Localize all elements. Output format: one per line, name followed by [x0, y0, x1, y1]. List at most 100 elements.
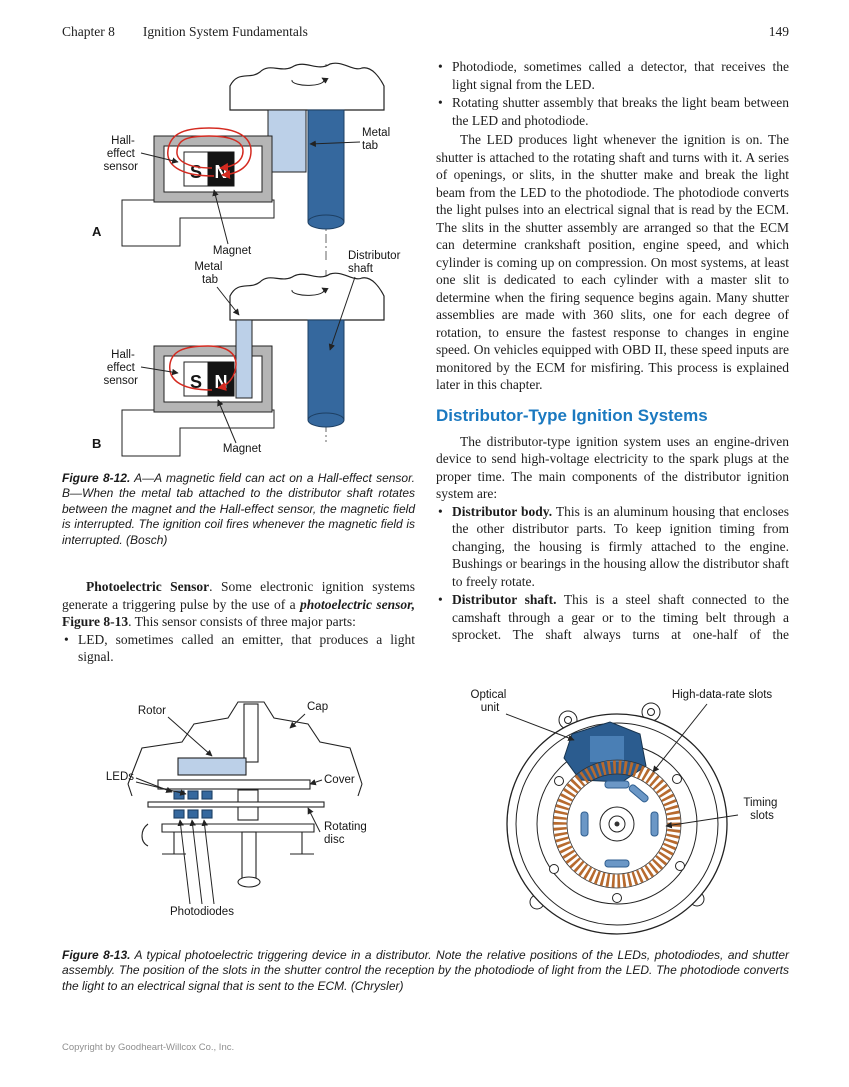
photoelectric-parts-list: LED, sometimes called an emitter, that p…: [62, 631, 415, 666]
distributor-intro-paragraph: The distributor-type ignition system use…: [436, 433, 789, 502]
figure-8-12-caption: Figure 8-12. A—A magnetic field can act …: [62, 471, 415, 548]
hall-effect-sensor-label-b: Hall- effect sensor: [103, 349, 138, 387]
page-header: Chapter 8 Ignition System Fundamentals 14…: [62, 24, 789, 40]
leds-leader-2: [135, 781, 187, 796]
two-column-layout: S N Hall- effect sensor Metal tab: [62, 58, 789, 680]
distributor-top-view: [506, 702, 728, 935]
figure-8-13: Rotor Cap LEDs Cover Rotating disc Photo…: [62, 684, 789, 947]
optical-unit-window: [590, 736, 624, 762]
hall-effect-diagram-a: S N Hall- effect sensor Metal tab: [92, 62, 390, 260]
screw-5: [612, 893, 622, 903]
timing-slot-bottom: [604, 859, 630, 868]
metal-tab-label-b: Metal tab: [194, 261, 225, 286]
hall-sensor-leader-a: [140, 152, 179, 164]
list-item-shutter: Rotating shutter assembly that breaks th…: [436, 94, 789, 129]
high-data-rate-slots-label: High-data-rate slots: [672, 689, 773, 701]
rotor-label: Rotor: [138, 705, 166, 717]
screw-4: [675, 861, 685, 871]
figure-8-13-caption-text: A typical photoelectric triggering devic…: [62, 948, 790, 993]
figure-8-12-caption-label: Figure 8-12.: [62, 471, 131, 485]
timing-slot-left: [580, 811, 589, 837]
figure-8-12-diagram: S N Hall- effect sensor Metal tab: [92, 62, 401, 457]
plate-screws: [549, 774, 685, 903]
timing-slot-right: [650, 811, 659, 837]
section-heading-distributor-type: Distributor-Type Ignition Systems: [436, 405, 708, 425]
magnet-n-letter-a: N: [215, 162, 228, 182]
timing-slot-top: [604, 780, 630, 789]
figure-8-13-reference: Figure 8-13: [62, 614, 129, 630]
photodiode-1: [173, 809, 185, 819]
timing-slots-label: Timing slots: [743, 797, 780, 822]
magnet-leader-a: [212, 189, 229, 245]
screw-3: [549, 864, 559, 874]
metal-tab-leader-b: [216, 286, 240, 316]
photoelectric-lead: Photoelectric Sensor: [86, 579, 210, 595]
mounting-bracket-a: [121, 199, 275, 247]
figure-8-13-caption: Figure 8-13. A typical photoelectric tri…: [62, 948, 789, 994]
metal-tab-b: [235, 319, 253, 399]
magnet-leader-b: [217, 399, 237, 444]
magnet-label-b: Magnet: [223, 443, 262, 455]
photodiode-3: [201, 809, 213, 819]
cap-label: Cap: [307, 701, 328, 713]
figure-8-12: S N Hall- effect sensor Metal tab: [62, 58, 415, 548]
rotor-shaft: [243, 703, 259, 763]
hall-sensor-leader-b: [140, 366, 179, 376]
mounting-tab-1-hole: [564, 716, 572, 724]
photoelectric-sensor-paragraph: Photoelectric Sensor. Some electronic ig…: [62, 578, 415, 631]
metal-tab-a: [267, 109, 307, 173]
rotor-blade: [177, 757, 247, 776]
screw-1: [554, 776, 564, 786]
hall-effect-sensor-label-a: Hall- effect sensor: [103, 135, 138, 173]
screw-2: [672, 774, 682, 784]
timing-slots-leader: [665, 814, 739, 829]
cover-plate: [157, 779, 311, 790]
page-number: 149: [768, 24, 789, 39]
high-data-rate-slots-leader: [652, 703, 708, 773]
rotation-arrow-icon: [291, 77, 329, 86]
chapter-number: Chapter 8: [62, 24, 115, 39]
timing-slot-diagonal: [628, 784, 649, 803]
photodiodes-leader-3: [201, 819, 215, 905]
copyright-notice: Copyright by Goodheart-Willcox Co., Inc.: [62, 1042, 235, 1053]
magnet-label-a: Magnet: [213, 245, 252, 257]
figure-8-13-caption-label: Figure 8-13.: [62, 948, 131, 962]
right-column: Photodiode, sometimes called a detector,…: [436, 58, 789, 680]
cover-leader: [309, 779, 323, 786]
cap-outline-a: [229, 62, 385, 111]
led-3: [201, 790, 213, 800]
distributor-components-list: Distributor body. This is an aluminum ho…: [436, 503, 789, 644]
photoelectric-cross-section: [127, 701, 363, 888]
figure-8-13-diagram: Rotor Cap LEDs Cover Rotating disc Photo…: [106, 689, 780, 935]
list-item-led: LED, sometimes called an emitter, that p…: [62, 631, 415, 666]
photodiode-array: [173, 809, 213, 819]
magnetic-field-line-b: [169, 345, 237, 391]
led-operation-paragraph: The LED produces light whenever the igni…: [436, 132, 789, 392]
optical-unit-label: Optical unit: [471, 689, 510, 714]
timing-slot-group: [580, 780, 659, 868]
magnet-s-letter-b: S: [190, 372, 202, 392]
shaft-hub-inner: [608, 815, 626, 833]
shaft-center-point: [614, 821, 620, 827]
photoelectric-parts-list-continued: Photodiode, sometimes called a detector,…: [436, 58, 789, 129]
distributor-shaft-a-end: [307, 214, 345, 230]
distributor-shaft-leader: [328, 276, 356, 351]
list-item-distributor-body: Distributor body. This is an aluminum ho…: [436, 503, 789, 591]
housing-inner-ring: [515, 722, 719, 926]
list-item-photodiode: Photodiode, sometimes called a detector,…: [436, 58, 789, 93]
view-b-label: B: [92, 436, 101, 451]
photodiodes-label: Photodiodes: [170, 906, 234, 918]
cover-label: Cover: [324, 774, 355, 786]
distributor-shaft-b-end: [307, 412, 345, 428]
magnetic-field-line-inner-a: [176, 135, 244, 172]
photoelectric-run1: . Some electronic ignition systems gener…: [62, 579, 415, 612]
magnet-n-letter-b: N: [215, 372, 228, 392]
distributor-shaft-a: [307, 109, 345, 223]
clip-hook: [141, 823, 149, 847]
lower-shaft-end: [237, 876, 261, 888]
running-head: Chapter 8 Ignition System Fundamentals: [62, 24, 308, 40]
rotating-disc-label: Rotating disc: [324, 821, 370, 846]
chapter-title: Ignition System Fundamentals: [142, 24, 308, 39]
view-a-label: A: [92, 224, 102, 239]
